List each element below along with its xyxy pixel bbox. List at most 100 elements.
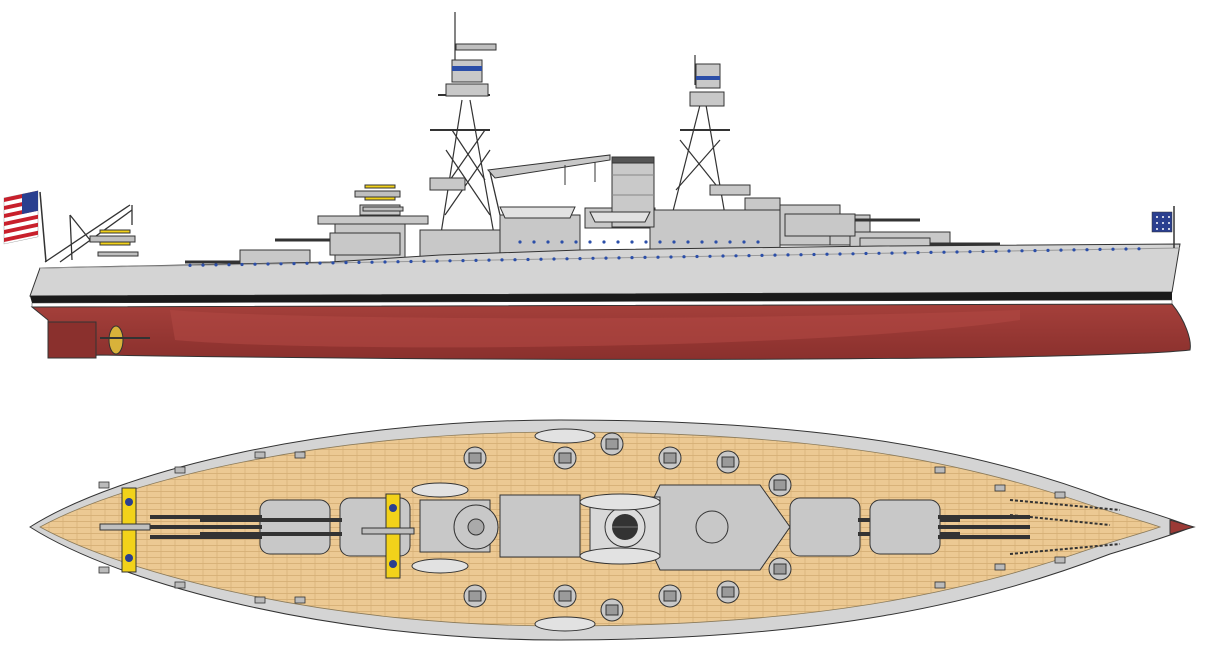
porthole bbox=[672, 240, 676, 244]
porthole bbox=[532, 240, 536, 244]
boat-crane bbox=[487, 154, 611, 216]
porthole bbox=[357, 260, 361, 264]
porthole bbox=[518, 240, 522, 244]
porthole bbox=[1111, 247, 1115, 251]
porthole bbox=[669, 255, 673, 259]
porthole bbox=[658, 240, 662, 244]
anchor-chains bbox=[1009, 499, 1121, 555]
porthole bbox=[602, 240, 606, 244]
porthole bbox=[279, 262, 283, 266]
bollard bbox=[934, 581, 946, 589]
porthole bbox=[560, 240, 564, 244]
secondary-gun-icon bbox=[658, 446, 682, 470]
porthole bbox=[747, 254, 751, 258]
side-profile-view bbox=[3, 12, 1191, 360]
boot-topping bbox=[30, 292, 1172, 303]
bollard bbox=[174, 581, 186, 589]
secondary-gun-icon bbox=[600, 432, 624, 456]
porthole bbox=[552, 257, 556, 261]
mainmast-top bbox=[689, 63, 725, 107]
porthole bbox=[201, 263, 205, 267]
bollard bbox=[98, 481, 110, 489]
bollard bbox=[294, 596, 306, 604]
porthole bbox=[383, 260, 387, 264]
porthole bbox=[955, 250, 959, 254]
porthole bbox=[728, 240, 732, 244]
secondary-gun-icon bbox=[553, 446, 577, 470]
porthole bbox=[877, 251, 881, 255]
bollard bbox=[254, 596, 266, 604]
porthole bbox=[526, 257, 530, 262]
porthole bbox=[1033, 249, 1037, 253]
secondary-gun-icon bbox=[553, 584, 577, 608]
mainmast-top-plan bbox=[695, 510, 729, 544]
porthole bbox=[812, 252, 816, 257]
porthole bbox=[942, 250, 946, 254]
porthole bbox=[331, 261, 335, 265]
porthole bbox=[448, 259, 452, 263]
porthole bbox=[760, 253, 764, 257]
porthole bbox=[539, 257, 543, 261]
porthole bbox=[1137, 247, 1141, 251]
porthole bbox=[266, 262, 270, 266]
porthole bbox=[370, 260, 374, 264]
porthole bbox=[838, 252, 842, 256]
porthole bbox=[1072, 248, 1076, 252]
porthole bbox=[617, 256, 621, 260]
porthole bbox=[700, 240, 704, 244]
secondary-gun-icon bbox=[768, 557, 792, 581]
deck-fittings bbox=[98, 451, 1066, 604]
porthole bbox=[903, 251, 907, 255]
seaplane-icon bbox=[354, 184, 404, 212]
turret-icon bbox=[784, 213, 920, 237]
porthole bbox=[773, 253, 777, 257]
bollard bbox=[934, 466, 946, 474]
porthole bbox=[714, 240, 718, 244]
porthole bbox=[578, 257, 582, 261]
seaplane-icon bbox=[99, 487, 151, 573]
rudder bbox=[47, 321, 97, 359]
porthole bbox=[188, 263, 192, 267]
bollard bbox=[994, 563, 1006, 571]
top-plan-view bbox=[29, 419, 1196, 641]
bollard bbox=[994, 484, 1006, 492]
porthole bbox=[240, 262, 244, 267]
bollard bbox=[294, 451, 306, 459]
porthole bbox=[799, 253, 803, 257]
porthole bbox=[742, 240, 746, 244]
porthole bbox=[292, 262, 296, 266]
porthole bbox=[695, 254, 699, 259]
porthole bbox=[916, 251, 920, 255]
bollard bbox=[98, 566, 110, 574]
porthole bbox=[825, 252, 829, 256]
turret-icon bbox=[869, 499, 1030, 555]
porthole bbox=[721, 254, 725, 258]
porthole bbox=[565, 257, 569, 261]
secondary-guns bbox=[463, 432, 792, 622]
porthole bbox=[1059, 248, 1063, 252]
porthole bbox=[574, 240, 578, 244]
secondary-gun-icon bbox=[768, 473, 792, 497]
propeller-icon bbox=[100, 325, 150, 355]
porthole bbox=[616, 240, 620, 244]
porthole bbox=[305, 261, 309, 265]
porthole bbox=[546, 240, 550, 244]
porthole bbox=[1098, 247, 1102, 251]
bollard bbox=[1054, 491, 1066, 499]
secondary-gun-icon bbox=[716, 450, 740, 474]
porthole bbox=[513, 258, 517, 262]
main-turrets-plan bbox=[150, 497, 1030, 557]
porthole bbox=[435, 259, 439, 263]
secondary-gun-icon bbox=[716, 580, 740, 604]
mainmast bbox=[671, 55, 730, 216]
porthole bbox=[630, 256, 634, 260]
funnel-icon bbox=[604, 506, 646, 548]
porthole bbox=[890, 251, 894, 255]
porthole bbox=[851, 252, 855, 256]
torpedo-bulge bbox=[170, 310, 1020, 348]
porthole bbox=[708, 254, 712, 258]
porthole bbox=[409, 259, 413, 264]
porthole bbox=[1085, 248, 1089, 252]
secondary-gun-icon bbox=[463, 584, 487, 608]
porthole bbox=[461, 259, 465, 263]
